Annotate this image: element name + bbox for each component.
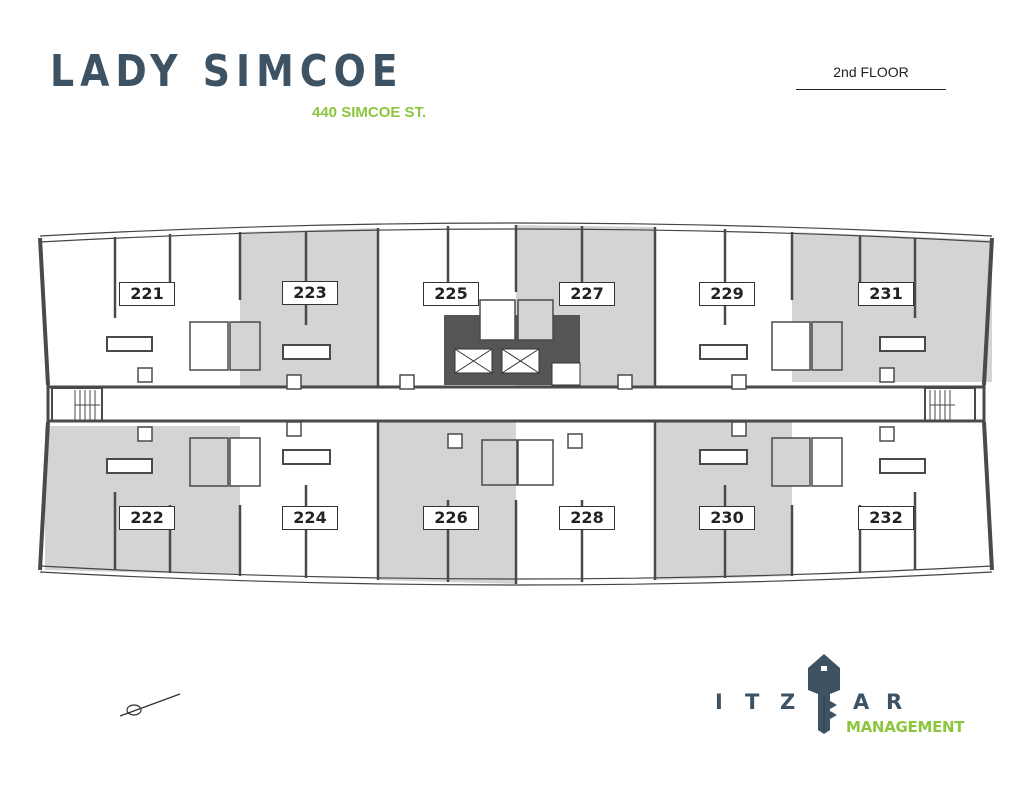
unit-222[interactable]: 222 [119,506,175,530]
logo-subtitle: MANAGEMENT [846,718,965,736]
floor-underline [796,89,946,90]
unit-223[interactable]: 223 [282,281,338,305]
unit-221[interactable]: 221 [119,282,175,306]
stair-east [924,387,976,422]
shaded-units-south [45,422,792,584]
unit-232[interactable]: 232 [858,506,914,530]
stoves [137,367,895,449]
unit-228[interactable]: 228 [559,506,615,530]
unit-227[interactable]: 227 [559,282,615,306]
building-address: 440 SIMCOE ST. [312,104,427,121]
logo-letter-t: T [745,690,760,714]
stair-west [51,387,103,422]
logo-letter-a: A [853,690,870,714]
floor-label: 2nd FLOOR [833,64,909,80]
kitchen-islands [106,336,926,474]
unit-225[interactable]: 225 [423,282,479,306]
unit-230[interactable]: 230 [699,506,755,530]
unit-231[interactable]: 231 [858,282,914,306]
logo-letter-z: Z [780,690,796,714]
demising-walls-south [113,422,917,584]
house-key-icon [808,654,840,734]
demising-walls-north [113,225,917,388]
shaded-units-north [240,225,992,388]
bathrooms [189,299,843,487]
outer-walls [38,237,994,571]
building-name: LADY SIMCOE [50,46,404,97]
unit-226[interactable]: 226 [423,506,479,530]
corridor [46,383,986,425]
logo-letter-i: I [715,690,723,714]
unit-224[interactable]: 224 [282,506,338,530]
logo-letter-r: R [886,690,903,714]
north-arrow-icon [119,693,181,717]
unit-229[interactable]: 229 [699,282,755,306]
